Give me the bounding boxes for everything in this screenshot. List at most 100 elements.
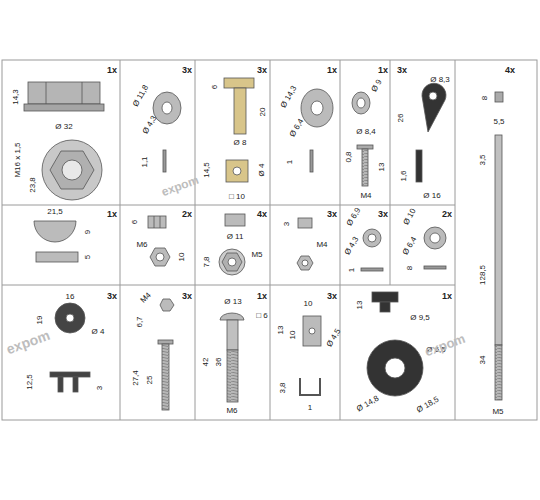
- dimension-label: Ø 8,3: [430, 76, 450, 84]
- dimension-label: M4: [360, 192, 371, 200]
- dimension-label: 5: [84, 255, 92, 259]
- hex-nut: [148, 216, 170, 266]
- dimension-label: 34: [479, 356, 487, 365]
- dimension-label: 3: [283, 222, 291, 226]
- dimension-label: M6: [226, 407, 237, 415]
- dimension-label: 3: [96, 386, 104, 390]
- quantity-label: 1x: [378, 66, 388, 75]
- dimension-label: M6: [136, 241, 147, 249]
- quantity-label: 2x: [182, 210, 192, 219]
- dimension-label: □ 10: [229, 193, 245, 201]
- dimension-label: 14,5: [203, 162, 211, 178]
- hex-screw: [158, 299, 174, 410]
- dimension-label: Ø 6,4: [402, 236, 419, 257]
- dimension-label: Ø 11: [227, 233, 244, 241]
- quantity-label: 3x: [182, 292, 192, 301]
- square-neck-bolt: [224, 78, 254, 182]
- dimension-label: 6,7: [136, 316, 144, 327]
- dimension-label: 1: [286, 160, 294, 164]
- washer: [301, 89, 333, 172]
- plastic-knob: [367, 292, 423, 396]
- dimension-label: 26: [397, 114, 405, 123]
- dimension-label: M4: [316, 241, 327, 249]
- dimension-label: M5: [492, 408, 503, 416]
- long-bolt: [495, 92, 503, 400]
- dimension-label: 12,5: [26, 374, 34, 390]
- quantity-label: 3x: [397, 66, 407, 75]
- dimension-label: Ø 14,3: [280, 85, 299, 110]
- dimension-label: Ø 4,3: [344, 236, 361, 257]
- dimension-label: 10: [178, 253, 186, 262]
- dimension-label: Ø 8: [234, 139, 247, 147]
- quantity-label: 4x: [257, 210, 267, 219]
- dimension-label: 3,5: [479, 154, 487, 165]
- quantity-label: 1x: [327, 66, 337, 75]
- quantity-label: 1x: [107, 210, 117, 219]
- push-clip: [50, 303, 90, 392]
- dimension-label: 36: [215, 358, 223, 367]
- woodruff-key: [34, 221, 78, 262]
- dimension-label: 14,3: [12, 89, 20, 105]
- quantity-label: 3x: [182, 66, 192, 75]
- dimension-label: 5,5: [493, 118, 504, 126]
- flange-nut: [24, 82, 104, 200]
- dimension-label: M16 x 1,5: [14, 142, 22, 177]
- clip-nut: [300, 316, 321, 395]
- dimension-label: Ø 9: [370, 78, 383, 93]
- watermark: expom: [160, 174, 200, 199]
- dimension-label: 1,6: [400, 170, 408, 181]
- flange-nut: [219, 214, 245, 275]
- watermark: expom: [4, 328, 51, 357]
- cable-tag: [416, 83, 446, 182]
- dimension-label: Ø 4: [92, 328, 105, 336]
- dimension-label: Ø 16: [423, 192, 440, 200]
- dimension-label: 8: [481, 96, 489, 100]
- dimension-label: 16: [66, 293, 75, 301]
- dimension-label: 13: [356, 301, 364, 310]
- dimension-label: 1: [308, 404, 312, 412]
- dimension-label: Ø 4: [258, 164, 266, 177]
- quantity-label: 1x: [107, 66, 117, 75]
- dimension-label: 0,8: [345, 151, 353, 162]
- dimension-label: 1: [348, 268, 356, 272]
- dimension-label: □ 6: [256, 312, 268, 320]
- quantity-label: 3x: [257, 66, 267, 75]
- dimension-label: Ø 8,4: [356, 128, 376, 136]
- mushroom-bolt: [220, 313, 244, 402]
- watermark: expom: [423, 332, 467, 359]
- dimension-label: 6: [131, 220, 139, 224]
- quantity-label: 2x: [442, 210, 452, 219]
- dimension-label: Ø 4,3: [142, 115, 159, 136]
- dimension-label: Ø 6,9: [346, 207, 363, 228]
- dimension-label: M4: [139, 291, 153, 305]
- dimension-label: 23,8: [29, 177, 37, 193]
- dimension-label: 1,1: [141, 156, 149, 167]
- dimension-label: Ø 18,5: [416, 396, 441, 415]
- dimension-label: 13: [277, 326, 285, 335]
- dimension-label: 8: [406, 266, 414, 270]
- dimension-label: 27,4: [132, 370, 140, 386]
- dimension-label: 10: [289, 331, 297, 340]
- dimension-label: Ø 14,8: [356, 395, 381, 414]
- dimension-label: 10: [304, 300, 313, 308]
- dimension-label: Ø 11,8: [132, 84, 151, 108]
- dimension-label: 7,8: [203, 256, 211, 267]
- dimension-label: M5: [251, 251, 262, 259]
- quantity-label: 3x: [107, 292, 117, 301]
- quantity-label: 3x: [327, 210, 337, 219]
- quantity-label: 3x: [378, 210, 388, 219]
- washer: [153, 92, 181, 172]
- quantity-label: 1x: [442, 292, 452, 301]
- dimension-label: 9: [84, 230, 92, 234]
- dimension-label: 13: [378, 163, 386, 172]
- dimension-label: 25: [146, 376, 154, 385]
- dimension-label: Ø 10: [402, 207, 418, 226]
- dimension-label: 3,8: [279, 382, 287, 393]
- lock-washer: [361, 229, 383, 271]
- dimension-label: 6: [211, 85, 219, 89]
- dimension-label: 128,5: [479, 265, 487, 285]
- dimension-label: Ø 13: [224, 298, 241, 306]
- dimension-label: Ø 4,5: [326, 328, 343, 349]
- dimension-label: Ø 6,4: [289, 118, 306, 139]
